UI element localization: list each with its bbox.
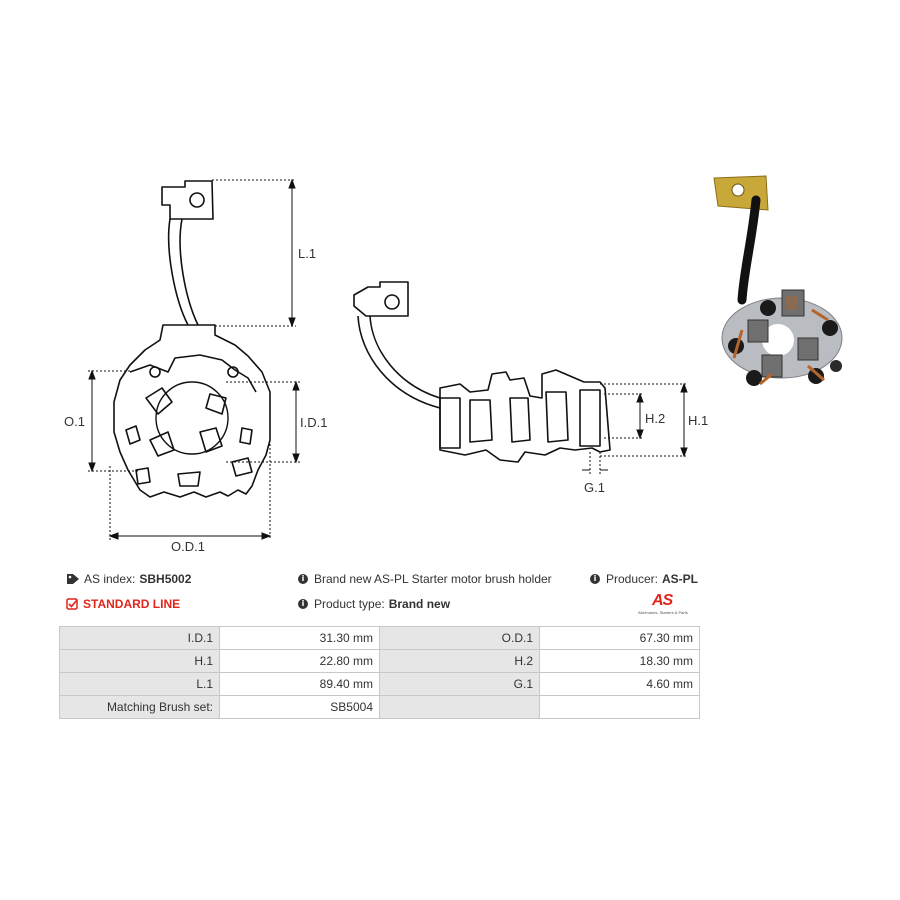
spec-value: SB5004 (219, 695, 380, 719)
as-logo: AS Alternators, Starters & Parts (638, 592, 700, 618)
spec-label: O.D.1 (379, 626, 540, 650)
info-icon: i (298, 574, 308, 584)
label-od1: O.D.1 (171, 539, 205, 554)
producer-label: Producer: (605, 572, 658, 586)
tag-icon (67, 574, 79, 584)
table-row: Matching Brush set: SB5004 (59, 695, 700, 719)
spec-value: 22.80 mm (219, 649, 380, 673)
product-type-label: Product type: (314, 597, 385, 611)
spec-label: H.2 (379, 649, 540, 673)
as-index-label: AS index: (84, 572, 136, 586)
spec-label: L.1 (59, 672, 220, 696)
spec-value: 31.30 mm (219, 626, 380, 650)
front-terminal-plate (161, 180, 214, 220)
label-l1: L.1 (298, 246, 316, 261)
spec-value: 67.30 mm (539, 626, 700, 650)
spec-label: H.1 (59, 649, 220, 673)
table-row: H.1 22.80 mm H.2 18.30 mm (59, 649, 700, 673)
description: i Brand new AS-PL Starter motor brush ho… (298, 572, 552, 586)
standard-line: STANDARD LINE (66, 597, 180, 611)
spec-label: I.D.1 (59, 626, 220, 650)
spec-value: 89.40 mm (219, 672, 380, 696)
spec-value (539, 695, 700, 719)
spec-label: Matching Brush set: (59, 695, 220, 719)
front-lead-wire (167, 218, 199, 326)
side-lead-wire (357, 315, 441, 409)
spec-table: I.D.1 31.30 mm O.D.1 67.30 mm H.1 22.80 … (59, 626, 700, 719)
label-g1: G.1 (584, 480, 605, 495)
product-photo (713, 175, 843, 386)
table-row: L.1 89.40 mm G.1 4.60 mm (59, 672, 700, 696)
product-type-value: Brand new (388, 597, 451, 611)
side-terminal-plate (353, 281, 409, 317)
check-square-icon (66, 598, 78, 610)
as-logo-tagline: Alternators, Starters & Parts (638, 610, 688, 615)
info-icon: i (298, 599, 308, 609)
table-row: I.D.1 31.30 mm O.D.1 67.30 mm (59, 626, 700, 650)
standard-line-text: STANDARD LINE (83, 597, 181, 611)
label-o1: O.1 (64, 414, 85, 429)
info-icon: i (589, 574, 600, 584)
producer: i Producer: AS-PL (589, 572, 698, 586)
spec-value: 18.30 mm (539, 649, 700, 673)
side-body (439, 369, 611, 463)
description-text: Brand new AS-PL Starter motor brush hold… (314, 572, 552, 586)
label-h1: H.1 (688, 413, 708, 428)
spec-label: G.1 (379, 672, 540, 696)
producer-value: AS-PL (662, 572, 698, 586)
front-body-outline (113, 324, 271, 498)
technical-drawing: L.1 O.1 I.D.1 O.D.1 H.2 H.1 G.1 (64, 178, 708, 554)
label-id1: I.D.1 (300, 415, 327, 430)
product-type: i Product type: Brand new (298, 597, 450, 611)
front-inner-ring (155, 381, 229, 455)
spec-label (379, 695, 540, 719)
spec-value: 4.60 mm (539, 672, 700, 696)
as-logo-mark: AS (652, 592, 673, 609)
label-h2: H.2 (645, 411, 665, 426)
as-index-value: SBH5002 (139, 572, 192, 586)
as-index: AS index: SBH5002 (66, 572, 191, 586)
